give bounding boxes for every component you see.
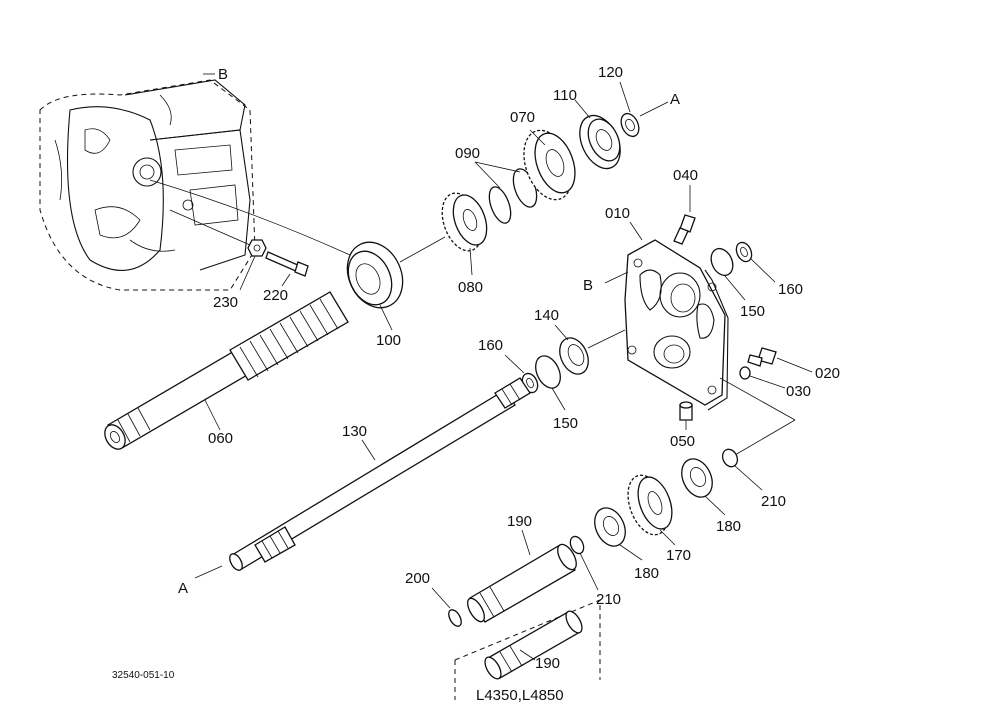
label-030: 030: [786, 383, 811, 400]
label-160-upper: 160: [778, 281, 803, 298]
label-210-right: 210: [761, 493, 786, 510]
variant-box: [454, 599, 601, 700]
label-140: 140: [534, 307, 559, 324]
label-010: 010: [605, 205, 630, 222]
part-030-washer: [739, 366, 751, 380]
part-220-bolt: [265, 251, 309, 277]
label-050: 050: [670, 433, 695, 450]
part-140-bearing: [559, 337, 589, 375]
part-080-gear: [441, 192, 488, 252]
label-110: 110: [553, 87, 577, 104]
part-190-shaft-variant: [484, 610, 583, 680]
part-070-gear: [523, 129, 576, 201]
part-150-snap-ring-upper: [710, 247, 734, 277]
label-120: 120: [598, 64, 623, 81]
label-190-variant: 190: [535, 655, 560, 672]
label-040: 040: [673, 167, 698, 184]
part-180-bearing-right: [681, 458, 713, 498]
ref-a-upper-label: A: [670, 91, 680, 108]
label-180-right: 180: [716, 518, 741, 535]
label-220: 220: [263, 287, 288, 304]
label-100: 100: [376, 332, 401, 349]
part-190-shaft-upper: [467, 543, 577, 623]
ref-a-upper-leader: [639, 101, 669, 117]
label-160-lower: 160: [478, 337, 503, 354]
ref-b-housing-label: B: [583, 277, 593, 294]
variant-note: L4350,L4850: [476, 687, 564, 704]
ref-a-lower-label: A: [178, 580, 188, 597]
label-130: 130: [342, 423, 367, 440]
transmission-case: [39, 79, 256, 291]
part-090-snap-rings: [488, 168, 538, 224]
label-200: 200: [405, 570, 430, 587]
ref-a-lower-leader: [194, 565, 223, 579]
part-170-gear: [627, 474, 673, 536]
part-050-pin: [679, 401, 693, 421]
label-210-left: 210: [596, 591, 621, 608]
part-200-o-ring: [448, 609, 462, 627]
label-190-upper: 190: [507, 513, 532, 530]
part-150-snap-ring-lower: [535, 355, 561, 389]
label-170: 170: [666, 547, 691, 564]
label-080: 080: [458, 279, 483, 296]
part-230-nut: [247, 239, 267, 257]
label-070: 070: [510, 109, 535, 126]
label-180-left: 180: [634, 565, 659, 582]
part-130-shaft: [229, 377, 531, 571]
label-150-lower: 150: [553, 415, 578, 432]
case-to-bearing-line: [149, 179, 351, 256]
part-180-bearing-left: [594, 507, 626, 547]
ref-b-label: B: [218, 66, 228, 83]
part-120-collar: [620, 112, 640, 138]
label-230: 230: [213, 294, 238, 311]
part-100-bearing: [346, 241, 404, 309]
label-090: 090: [455, 145, 480, 162]
part-110-bearing: [579, 114, 621, 170]
figure-code: 32540-051-10: [112, 670, 175, 681]
part-210-snap-ring-left: [569, 535, 585, 555]
part-210-snap-ring-right: [721, 448, 739, 468]
part-060-shaft: [104, 291, 349, 450]
part-040-bolt: [673, 214, 696, 245]
ref-b-housing-leader: [604, 271, 629, 284]
part-160-collar-upper: [735, 241, 753, 263]
part-010-housing: [624, 239, 729, 411]
label-020: 020: [815, 365, 840, 382]
label-060: 060: [208, 430, 233, 447]
label-150-upper: 150: [740, 303, 765, 320]
part-020-bolt: [747, 347, 777, 367]
case-to-nut-line: [169, 209, 251, 246]
